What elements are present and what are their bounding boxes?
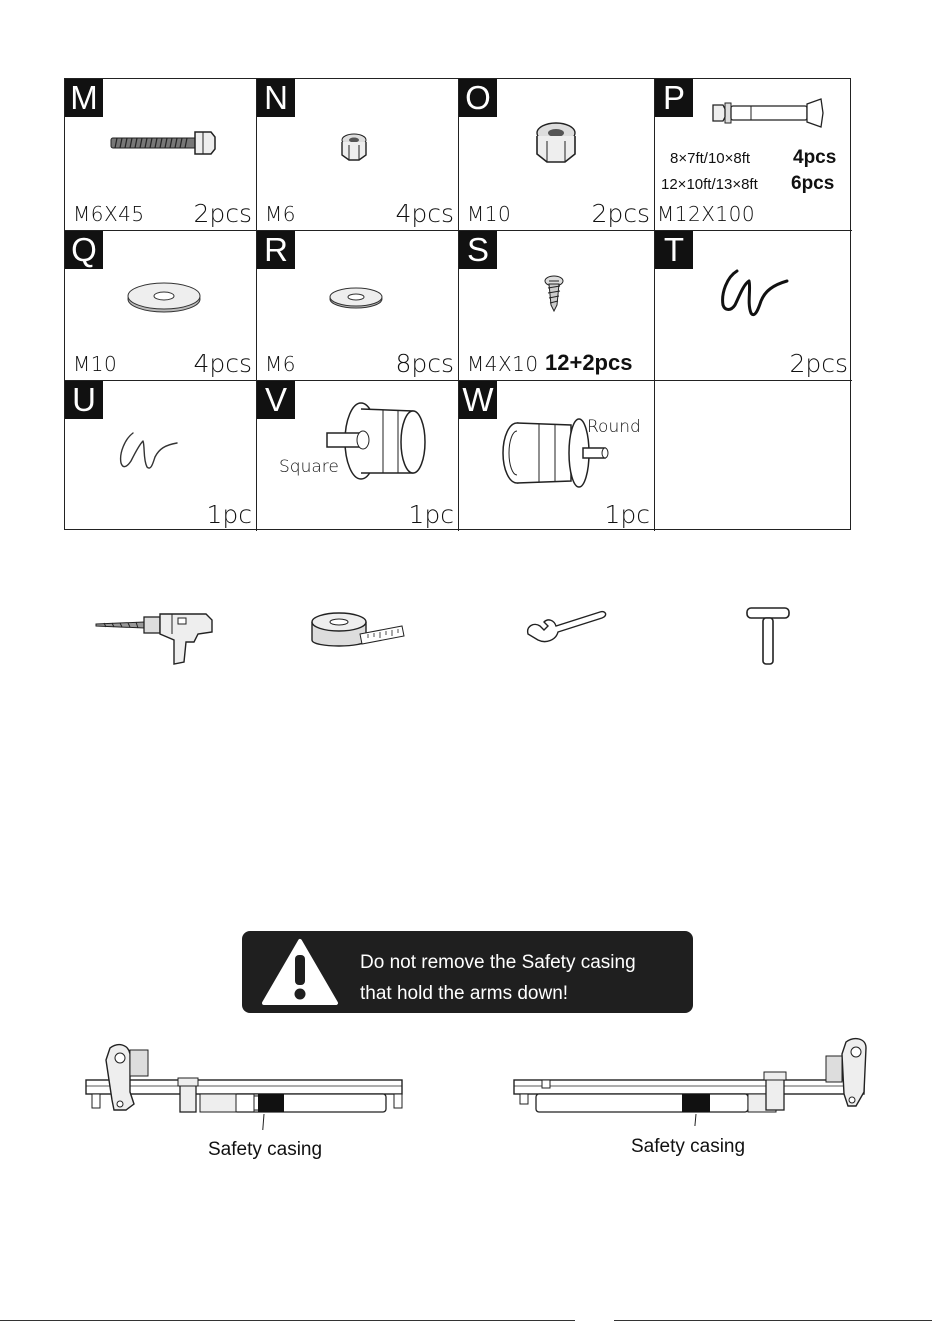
part-cell-m: M M6X45 2pcs — [65, 79, 257, 231]
tape-measure-icon — [310, 610, 406, 652]
part-cell-n: N M6 4pcs — [257, 79, 459, 231]
part-letter: M — [65, 79, 103, 117]
part-qty: 1pc — [408, 500, 454, 529]
washer-icon — [125, 279, 203, 315]
part-cell-u: U 1pc — [65, 381, 257, 531]
parts-grid: M M6X45 2pcs N M6 4pcs O — [64, 78, 851, 530]
part-letter: Q — [65, 231, 103, 269]
nut-icon — [337, 131, 371, 163]
part-letter: O — [459, 79, 497, 117]
bolt-icon — [107, 127, 217, 161]
part-cell-w: W Round 1pc — [459, 381, 655, 531]
spring-clip-icon — [715, 263, 795, 323]
t-key-icon — [744, 604, 792, 668]
part-cell-r: R M6 8pcs — [257, 231, 459, 381]
part-size: M6 — [265, 202, 296, 226]
part-cell-s: S M4X10 12+2pcs — [459, 231, 655, 381]
safety-casing-caption: Safety casing — [208, 1139, 322, 1161]
part-qty: 8pcs — [395, 349, 454, 378]
part-cell-t: T 2pcs — [655, 231, 852, 381]
part-letter: S — [459, 231, 497, 269]
part-letter: T — [655, 231, 693, 269]
part-qty: 12+2pcs — [545, 350, 632, 376]
spring-clip-icon — [115, 425, 185, 477]
footer-rule — [614, 1320, 932, 1321]
part-cell-o: O M10 2pcs — [459, 79, 655, 231]
part-qty: 2pcs — [193, 199, 252, 228]
option-qty: 6pcs — [791, 173, 834, 195]
right-rail-illustration — [512, 1036, 892, 1126]
part-qty: 4pcs — [193, 349, 252, 378]
footer-rule — [0, 1320, 575, 1321]
part-qty: 4pcs — [395, 199, 454, 228]
warning-line: that hold the arms down! — [360, 978, 636, 1009]
part-letter: W — [459, 381, 497, 419]
part-cell-empty — [655, 381, 852, 531]
warning-message: Do not remove the Safety casing that hol… — [360, 947, 636, 1009]
warning-line: Do not remove the Safety casing — [360, 947, 636, 978]
part-size: M6 — [265, 352, 296, 376]
part-size: M10 — [467, 202, 511, 226]
part-qty: 2pcs — [789, 349, 848, 378]
part-cell-v: V Square 1pc — [257, 381, 459, 531]
part-letter: N — [257, 79, 295, 117]
part-size: M12X100 — [657, 202, 755, 226]
left-rail-illustration — [84, 1040, 410, 1130]
part-qty: 2pcs — [591, 199, 650, 228]
expansion-bolt-icon — [711, 95, 827, 131]
part-qty: 1pc — [206, 500, 252, 529]
warning-banner: Do not remove the Safety casing that hol… — [242, 931, 693, 1013]
part-letter: P — [655, 79, 693, 117]
part-size: M6X45 — [73, 202, 145, 226]
part-tag: Round — [587, 417, 641, 437]
wrench-icon — [524, 604, 608, 646]
drill-icon — [94, 604, 216, 668]
safety-casing-caption: Safety casing — [631, 1136, 745, 1158]
option-qty: 4pcs — [793, 147, 836, 169]
washer-icon — [327, 285, 385, 311]
part-cell-q: Q M10 4pcs — [65, 231, 257, 381]
part-size: M4X10 — [467, 352, 539, 376]
part-letter: R — [257, 231, 295, 269]
part-size: M10 — [73, 352, 117, 376]
screw-icon — [541, 273, 567, 313]
part-letter: U — [65, 381, 103, 419]
option-label: 8×7ft/10×8ft — [670, 150, 750, 167]
part-cell-p: P 8×7ft/10×8ft 4pcs 12×10ft/13×8ft 6pcs … — [655, 79, 852, 231]
part-qty: 1pc — [604, 500, 650, 529]
part-letter: V — [257, 381, 295, 419]
nut-icon — [531, 119, 581, 167]
option-label: 12×10ft/13×8ft — [661, 176, 758, 193]
warning-triangle-icon — [260, 937, 340, 1007]
part-tag: Square — [279, 457, 339, 477]
square-adapter-icon — [323, 401, 433, 483]
